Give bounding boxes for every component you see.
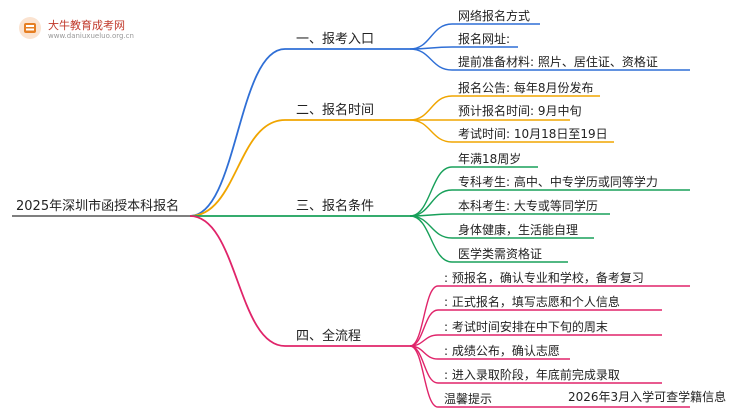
leaf-cond-medical: 医学类需资格证 <box>458 247 543 261</box>
leaf-connector <box>409 95 453 121</box>
leaf-cond-age: 年满18周岁 <box>458 152 522 166</box>
leaf-connector <box>409 285 439 347</box>
leaf-connector <box>409 189 453 217</box>
leaf-process-tip: 温馨提示 <box>444 392 493 406</box>
leaf-cond-junior: 专科考生: 高中、中专学历或同等学力 <box>458 175 658 189</box>
branch-label-conditions: 三、报名条件 <box>296 199 375 214</box>
leaf-time-registration: 预计报名时间: 9月中旬 <box>458 104 582 118</box>
leaf-connector <box>409 215 453 239</box>
root-topic: 2025年深圳市函授本科报名 <box>16 199 180 214</box>
leaf-process-step1: : 预报名，确认专业和学校，备考复习 <box>444 271 644 285</box>
leaf-connector <box>409 215 453 263</box>
leaf-connector <box>409 309 439 347</box>
leaf-time-announcement: 报名公告: 每年8月份发布 <box>458 81 594 95</box>
leaf-entry-method: 网络报名方式 <box>458 9 531 23</box>
leaf-connector <box>409 23 453 50</box>
tip-note: 2026年3月入学可查学籍信息 <box>568 390 727 404</box>
branch-label-entry: 一、报考入口 <box>296 32 375 47</box>
leaf-process-step4: : 成绩公布，确认志愿 <box>444 344 560 358</box>
branch-connector <box>189 119 286 217</box>
branch-connector <box>189 48 286 217</box>
leaf-process-step2: : 正式报名，填写志愿和个人信息 <box>444 295 620 309</box>
leaf-entry-materials: 提前准备材料: 照片、居住证、资格证 <box>458 55 658 69</box>
branch-label-time: 二、报名时间 <box>296 103 375 118</box>
logo-icon <box>18 16 42 40</box>
leaf-entry-url: 报名网址: <box>458 32 511 46</box>
leaf-cond-bachelor: 本科考生: 大专或等同学历 <box>458 199 598 213</box>
leaf-process-step5: : 进入录取阶段，年底前完成录取 <box>444 368 620 382</box>
branch-connector <box>189 215 286 347</box>
leaf-connector <box>409 345 439 408</box>
leaf-cond-health: 身体健康，生活能自理 <box>458 223 579 237</box>
logo-name: 大牛教育成考网 <box>48 19 125 32</box>
leaf-time-exam: 考试时间: 10月18日至19日 <box>458 127 608 141</box>
logo-url: www.daniuxueluo.org.cn <box>48 32 134 40</box>
branch-label-process: 四、全流程 <box>296 329 362 344</box>
leaf-connector <box>409 119 453 143</box>
leaf-process-step3: : 考试时间安排在中下旬的周末 <box>444 320 608 334</box>
leaf-connector <box>409 48 453 71</box>
